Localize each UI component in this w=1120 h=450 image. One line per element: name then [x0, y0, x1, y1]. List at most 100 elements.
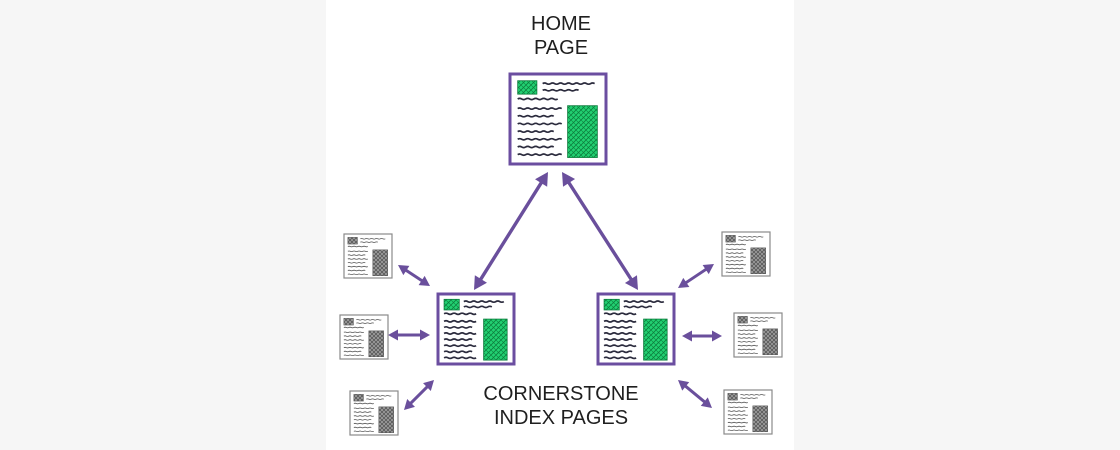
text-line [727, 401, 748, 404]
text-line [725, 271, 746, 274]
image-block [353, 394, 364, 402]
text-line [366, 395, 392, 397]
text-line [603, 312, 637, 316]
text-line [343, 354, 364, 357]
text-line [725, 260, 744, 262]
text-line [737, 333, 756, 335]
text-line [737, 324, 758, 327]
arrow-head [700, 397, 712, 408]
text-line [740, 394, 766, 396]
cornerstone-label-line-2: INDEX PAGES [493, 407, 629, 429]
text-line [343, 350, 362, 353]
text-line [347, 254, 366, 256]
text-line [517, 137, 563, 141]
text-line [347, 258, 368, 260]
text-line [353, 422, 374, 425]
text-line [725, 252, 744, 254]
arrow-left-sub-1 [398, 265, 430, 286]
text-line [725, 267, 744, 270]
text-line [727, 418, 746, 420]
image-block [347, 237, 358, 245]
arrow-head [474, 275, 487, 290]
image-block [372, 249, 388, 277]
image-block [752, 405, 768, 433]
text-line [443, 350, 473, 354]
text-line [353, 426, 372, 429]
sub-page-right-3 [723, 389, 773, 435]
sub-page-left-1 [343, 233, 393, 279]
text-line [737, 337, 758, 339]
text-line [347, 250, 368, 252]
text-line [623, 300, 665, 304]
arrow-left-sub-3 [404, 380, 434, 410]
text-line [517, 107, 563, 111]
arrow-head [702, 264, 714, 275]
arrow-head [423, 380, 434, 391]
text-line [443, 312, 477, 316]
arrow-head [682, 330, 692, 342]
sub-page-left-2 [339, 314, 389, 360]
image-block [343, 318, 354, 326]
image-block [567, 105, 598, 158]
text-line [737, 341, 756, 343]
text-line [603, 344, 637, 348]
image-block [737, 316, 748, 324]
text-line [603, 325, 633, 329]
text-line [725, 248, 746, 250]
text-line [343, 346, 364, 349]
image-block [727, 393, 738, 401]
sub-page-left-3 [349, 390, 399, 436]
text-line [738, 239, 756, 241]
text-line [623, 305, 653, 309]
text-line [727, 421, 748, 424]
cornerstone-index-page-right [596, 292, 676, 366]
sub-page-right-2 [733, 312, 783, 358]
text-line [517, 153, 563, 157]
text-line [603, 356, 637, 360]
arrow-head [388, 329, 398, 341]
text-line [353, 407, 374, 409]
text-line [353, 411, 372, 413]
text-line [725, 263, 746, 266]
image-block [517, 80, 538, 95]
home-page [508, 72, 608, 166]
site-structure-diagram [339, 72, 783, 436]
image-block [725, 235, 736, 243]
arrow-head [420, 329, 430, 341]
arrow-right-sub-3 [678, 380, 712, 408]
text-line [737, 329, 758, 331]
text-line [443, 325, 473, 329]
cornerstone-index-pages-label: CORNERSTONE INDEX PAGES [466, 382, 656, 430]
arrow-head [712, 330, 722, 342]
image-block [368, 330, 384, 358]
arrow-left-sub-2 [388, 329, 430, 341]
text-line [517, 130, 555, 134]
text-line [750, 320, 768, 322]
text-line [443, 338, 473, 342]
text-line [347, 262, 366, 264]
text-line [347, 245, 368, 248]
image-block [643, 318, 668, 361]
text-line [347, 273, 368, 276]
text-line [517, 97, 559, 101]
text-line [343, 339, 364, 341]
text-line [356, 319, 382, 321]
cornerstone-index-page-left [436, 292, 516, 366]
text-line [443, 319, 477, 323]
arrow-head [678, 277, 690, 288]
text-line [353, 430, 374, 433]
arrow-head [624, 275, 638, 290]
text-line [347, 269, 366, 272]
text-line [727, 410, 746, 412]
text-line [737, 344, 758, 347]
home-page-label: HOME PAGE [476, 12, 646, 60]
text-line [443, 344, 477, 348]
cornerstone-label-line-1: CORNERSTONE [483, 383, 639, 405]
text-line [443, 332, 477, 335]
text-line [517, 145, 555, 149]
pages-layer [339, 72, 783, 436]
text-line [360, 238, 386, 240]
text-line [727, 406, 748, 408]
text-line [725, 243, 746, 246]
text-line [343, 343, 362, 345]
